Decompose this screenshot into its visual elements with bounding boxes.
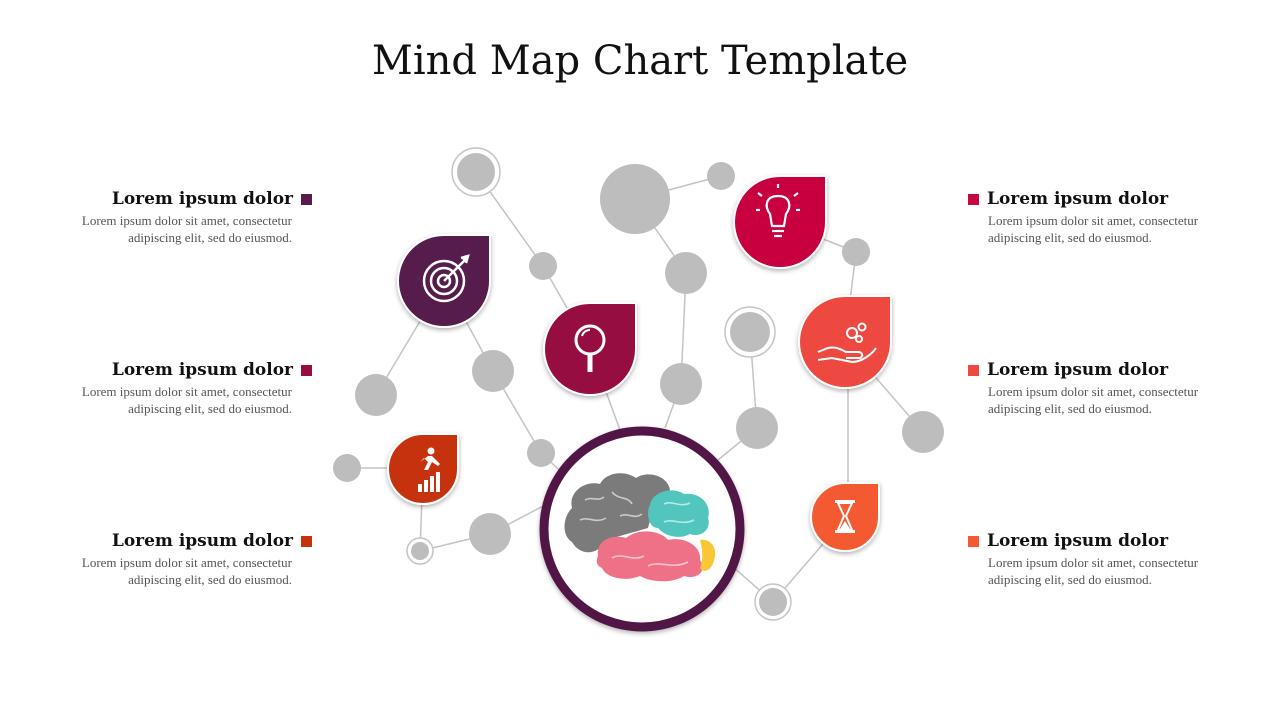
center-node (544, 431, 740, 627)
node (660, 363, 702, 405)
node (472, 350, 514, 392)
node (469, 513, 511, 555)
node (411, 542, 429, 560)
node (842, 238, 870, 266)
node (457, 153, 495, 191)
node (333, 454, 361, 482)
node (665, 252, 707, 294)
node (759, 588, 787, 616)
node-hourglass (811, 483, 879, 551)
node (736, 407, 778, 449)
node (707, 162, 735, 190)
node-runner (388, 434, 458, 504)
node (529, 252, 557, 280)
node (527, 439, 555, 467)
node-lightbulb (734, 176, 826, 268)
node-magnifier (544, 303, 636, 395)
node (902, 411, 944, 453)
node (355, 374, 397, 416)
node (600, 164, 670, 234)
node-hand-gears (799, 296, 891, 388)
node (730, 312, 770, 352)
